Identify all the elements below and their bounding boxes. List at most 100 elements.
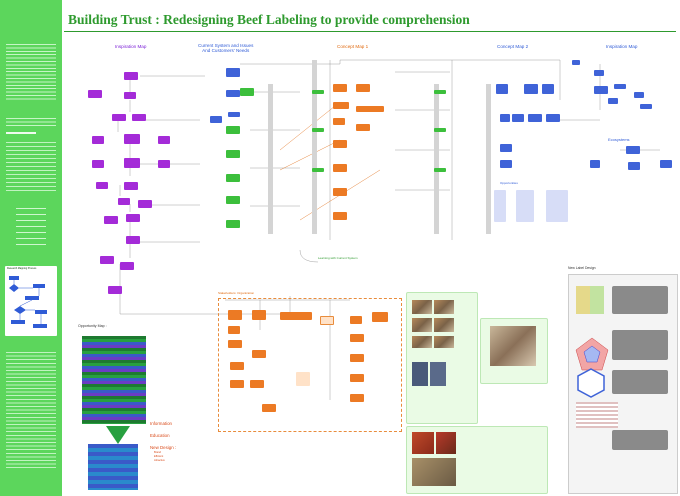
current-system-node (226, 196, 240, 204)
current-system-node (226, 126, 240, 134)
label-badge (577, 368, 605, 398)
opportunity-funnel (106, 426, 130, 444)
opportunity-list (88, 444, 138, 490)
concept2-node (528, 114, 542, 122)
current-system-title: Current System and Issues And Customers'… (198, 43, 254, 53)
inspiration-node (132, 114, 146, 121)
concept-label (312, 128, 324, 132)
concept-column (312, 60, 317, 234)
concept-map-2-title: Concept Map 2 (497, 44, 529, 49)
concept-node (356, 106, 384, 112)
app-screenshot (412, 362, 428, 386)
current-system-node (226, 174, 240, 182)
research-mapping-title: Research Mapping Process (7, 267, 37, 270)
opportunity-card (546, 190, 568, 222)
inspiration-node (124, 158, 140, 168)
label-note (612, 330, 668, 360)
concept-column (434, 84, 439, 234)
label-note (612, 370, 668, 394)
concept-node (333, 212, 347, 220)
sidebar-list (16, 208, 46, 246)
stakeholder-node (350, 354, 364, 362)
inspiration-right-node (634, 92, 644, 98)
inspiration-node (124, 72, 138, 80)
inspiration-node (126, 236, 140, 244)
stakeholders-title: Stakeholders: Organization (218, 291, 255, 295)
inspiration-node (108, 286, 122, 294)
current-system-node (228, 112, 240, 117)
concept2-node (500, 144, 512, 152)
opportunity-table (82, 336, 146, 424)
concept-label (434, 168, 446, 172)
stakeholder-node (350, 394, 364, 402)
current-system-node (226, 68, 240, 77)
concept-label (434, 90, 446, 94)
concept2-node (500, 160, 512, 168)
stakeholders-panel (218, 298, 402, 432)
research-image (412, 318, 432, 332)
inspiration-node (92, 160, 104, 168)
stakeholder-node (250, 380, 264, 388)
left-sidebar: Research Mapping Process (0, 0, 62, 496)
inspiration-node (100, 256, 114, 264)
inspiration-node (124, 134, 140, 144)
inspiration-right-node (614, 84, 626, 89)
concept2-node (546, 114, 560, 122)
concept2-node (512, 114, 524, 122)
inspiration-node (158, 136, 170, 144)
concept2-node (524, 84, 538, 94)
ecosystem-node (628, 162, 640, 170)
inspiration-right-node (572, 60, 580, 65)
stakeholder-node (252, 350, 266, 358)
app-screenshot (430, 362, 446, 386)
inspiration-node (126, 214, 140, 222)
stakeholder-node (262, 404, 276, 412)
concept-node (333, 188, 347, 196)
concept2-node (542, 84, 554, 94)
opportunities-title: Opportunities (500, 181, 518, 185)
concept-column (486, 84, 491, 234)
opportunity-map-title: Opportunity Map : (78, 324, 107, 328)
current-system-node (226, 90, 240, 97)
sidebar-stakeholder-notes (6, 352, 56, 468)
inspiration-node (138, 200, 152, 208)
inspiration-node (112, 114, 126, 121)
inspiration-right-node (608, 98, 618, 104)
ecosystem-node (590, 160, 600, 168)
stakeholder-node (228, 340, 242, 348)
ecosystem-node (626, 146, 640, 154)
ecosystems-title: Ecosystems (608, 137, 630, 142)
title-rule (64, 31, 676, 32)
inspiration-node (158, 160, 170, 168)
stakeholder-node (296, 372, 310, 386)
sidebar-heading (6, 132, 36, 134)
stakeholder-node (320, 316, 334, 325)
concept-node (333, 102, 349, 109)
inspiration-right-node (594, 86, 608, 94)
concept2-node (496, 84, 508, 94)
concept-map-1-title: Concept Map 1 (337, 44, 369, 49)
stakeholder-node (228, 310, 242, 320)
research-mapping-panel: Research Mapping Process (5, 266, 57, 336)
inspiration-node (120, 262, 134, 270)
label-note (612, 430, 668, 450)
research-mapping-flow (9, 276, 47, 328)
inspiration-map-right-title: Inspiration Map (606, 44, 638, 49)
ecosystem-node (660, 160, 672, 168)
inspiration-right-node (640, 104, 652, 109)
stakeholder-node (280, 312, 312, 320)
opportunity-card (494, 190, 506, 222)
inspiration-node (118, 198, 130, 205)
concept-node (333, 164, 347, 172)
concept-node (356, 124, 370, 131)
history-image (412, 458, 456, 486)
legend-attractive: Attractive (154, 459, 165, 462)
stakeholder-node (350, 316, 362, 324)
research-image (434, 318, 454, 332)
history-image (412, 432, 434, 454)
concept-node (356, 84, 370, 92)
concept-label (312, 90, 324, 94)
inspiration-node (124, 92, 136, 99)
legend-efficient: Efficient (154, 455, 164, 458)
research-image (434, 300, 454, 314)
